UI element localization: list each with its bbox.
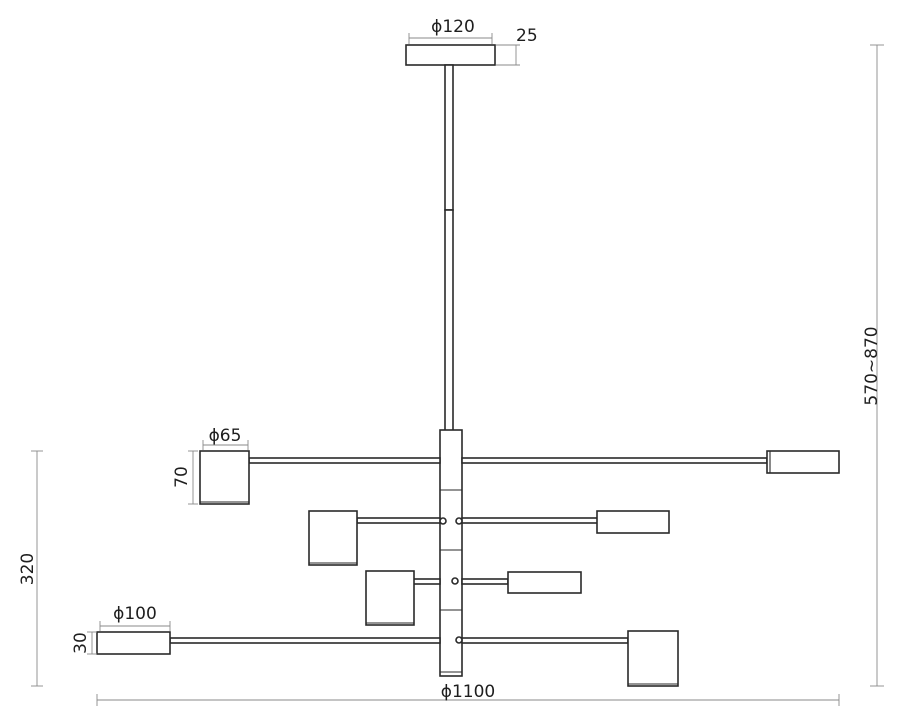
shade-third-left — [365, 570, 415, 626]
overall-diameter-label: ϕ1100 — [441, 682, 495, 702]
dimension-overall-diameter: ϕ1100 — [96, 682, 840, 706]
arm-second-right — [461, 517, 613, 524]
arm-top-right — [461, 457, 768, 464]
shade-bottom-right — [627, 630, 679, 687]
shade-small-diameter-label: ϕ100 — [113, 604, 157, 624]
shade-bottom-left — [96, 631, 171, 655]
suspension-rod — [444, 64, 454, 433]
dimension-shade-large-diameter: ϕ65 — [202, 426, 249, 450]
lamp-shades — [96, 450, 840, 687]
arm-second-left — [356, 517, 441, 524]
dimension-shade-small-height: 30 — [71, 631, 97, 655]
shade-large-height-label: 70 — [172, 466, 192, 488]
total-height-label: 570~870 — [862, 326, 882, 405]
lamp-arms — [169, 457, 768, 644]
arm-top-left — [248, 457, 441, 464]
arm-third-right — [461, 578, 509, 585]
shade-third-right — [507, 571, 582, 594]
arm-bottom-left — [169, 637, 441, 644]
dimension-shade-small-diameter: ϕ100 — [99, 604, 171, 631]
dimension-body-height: 320 — [18, 450, 43, 687]
body-height-label: 320 — [18, 553, 38, 585]
dimension-shade-large-height: 70 — [172, 450, 198, 505]
shade-large-diameter-label: ϕ65 — [209, 426, 242, 446]
dimension-total-height: 570~870 — [862, 44, 884, 687]
canopy-diameter-label: ϕ120 — [431, 17, 475, 37]
shade-second-left — [308, 510, 358, 566]
ceiling-canopy — [405, 44, 496, 66]
shade-top-left — [199, 450, 250, 505]
canopy-height-label: 25 — [516, 26, 538, 46]
shade-small-height-label: 30 — [71, 632, 91, 654]
dimension-canopy-height: 25 — [496, 26, 538, 66]
dimension-canopy-diameter: ϕ120 — [408, 17, 493, 44]
arm-bottom-right — [461, 637, 629, 644]
shade-top-right — [766, 450, 840, 474]
central-hub — [439, 429, 463, 677]
shade-second-right — [596, 510, 670, 534]
